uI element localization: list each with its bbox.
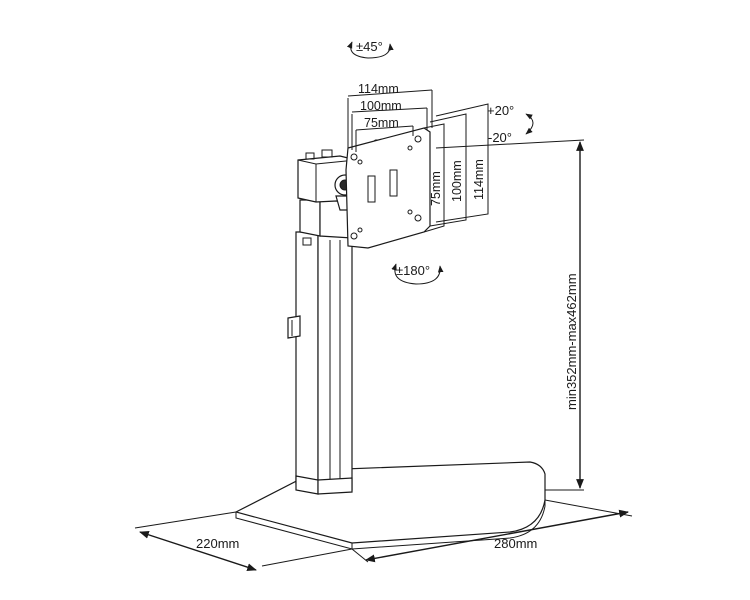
tilt-arrow-icon xyxy=(525,113,534,135)
width-label: 280mm xyxy=(494,536,537,551)
vesa-horizontal-dimensions: 114mm 100mm 75mm xyxy=(347,82,433,152)
vesa-h-114-label: 114mm xyxy=(358,82,399,96)
vesa-v-100-label: 100mm xyxy=(450,160,464,202)
vesa-vertical-dimensions: 75mm 100mm 114mm xyxy=(423,103,489,233)
depth-dimension: 220mm xyxy=(134,511,353,571)
rotate-label: ±180° xyxy=(396,263,430,278)
width-dimension: 280mm xyxy=(351,499,633,563)
vesa-plate xyxy=(345,127,431,249)
vesa-v-114-label: 114mm xyxy=(472,159,486,200)
swivel-label: ±45° xyxy=(356,39,383,54)
vesa-h-100-label: 100mm xyxy=(360,99,402,113)
tilt-indicator: +20° -20° xyxy=(487,103,534,145)
rotation-indicator: ±180° xyxy=(391,263,444,285)
tilt-down-label: -20° xyxy=(488,130,512,145)
rotate-arrow-icon xyxy=(391,263,444,285)
vesa-h-75-label: 75mm xyxy=(364,116,399,130)
vesa-v-75-label: 75mm xyxy=(429,171,443,206)
swivel-indicator: ±45° xyxy=(346,39,394,59)
depth-label: 220mm xyxy=(196,536,239,551)
height-dimension: min352mm-max462mm xyxy=(435,139,585,491)
tilt-up-label: +20° xyxy=(487,103,514,118)
swivel-arrow-icon xyxy=(346,41,394,59)
height-label: min352mm-max462mm xyxy=(564,273,579,410)
column xyxy=(287,149,357,495)
